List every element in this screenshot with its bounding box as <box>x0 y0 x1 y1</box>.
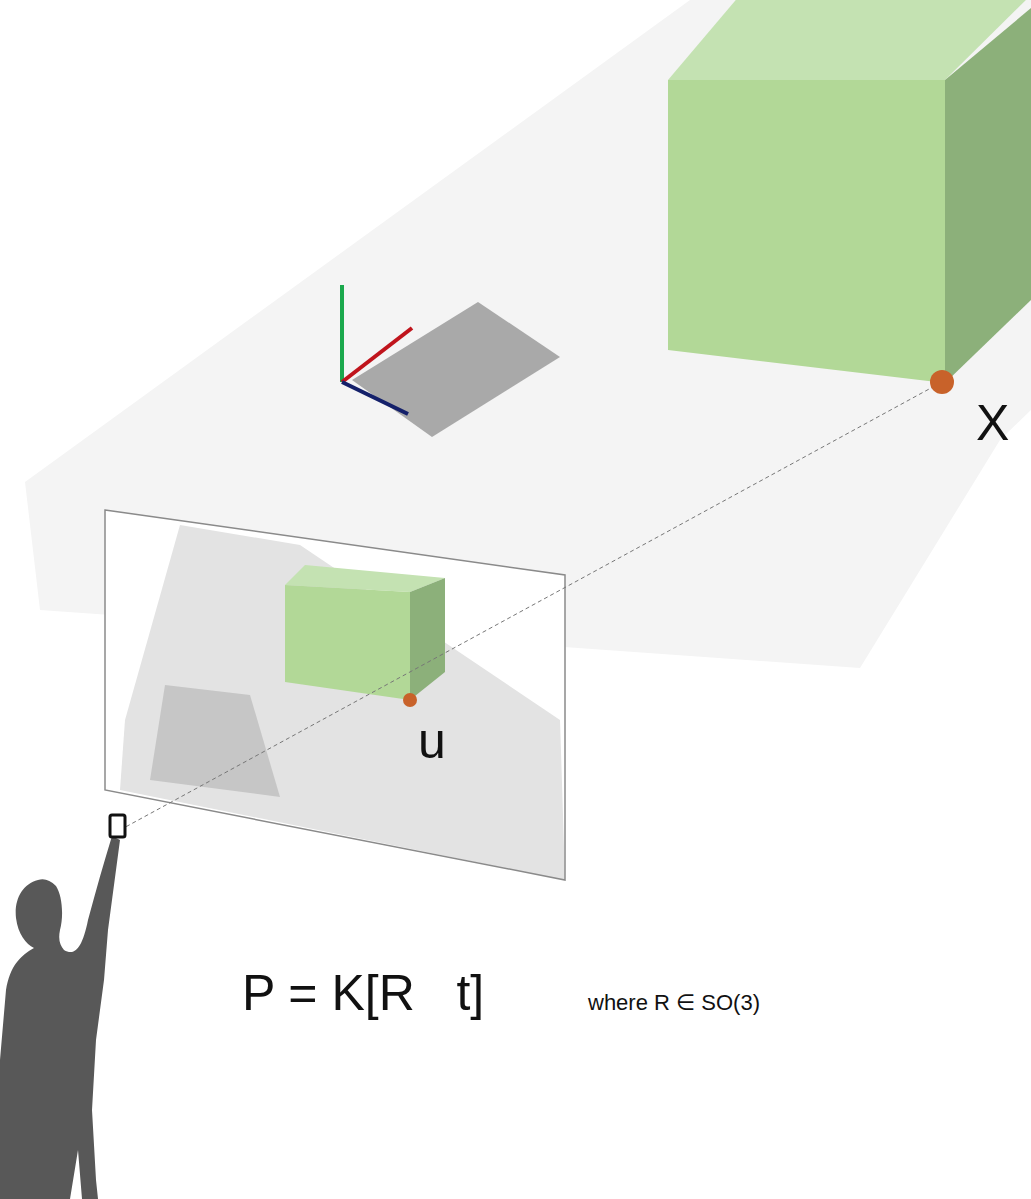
image-marker <box>150 685 280 797</box>
axis-x <box>342 328 412 382</box>
image-plane-fill <box>105 510 565 880</box>
image-plane-border <box>105 510 565 880</box>
person-silhouette <box>0 836 120 1199</box>
formula: P = K[R t] <box>242 968 484 1018</box>
point-label: X <box>976 398 1009 448</box>
projection-ray <box>120 382 942 830</box>
formula-note: where R ∈ SO(3) <box>588 992 760 1014</box>
point-label: u <box>418 716 446 766</box>
image-cube-side <box>410 578 445 700</box>
axis-z <box>342 382 408 414</box>
point-u <box>403 693 417 707</box>
image-cube-front <box>285 585 410 700</box>
marker-plane <box>352 302 560 437</box>
cube-front <box>668 80 945 383</box>
phone-camera <box>110 815 125 837</box>
axis-y <box>340 285 344 382</box>
cube-side <box>945 8 1031 383</box>
point-x <box>930 370 954 394</box>
image-floor <box>120 525 565 880</box>
